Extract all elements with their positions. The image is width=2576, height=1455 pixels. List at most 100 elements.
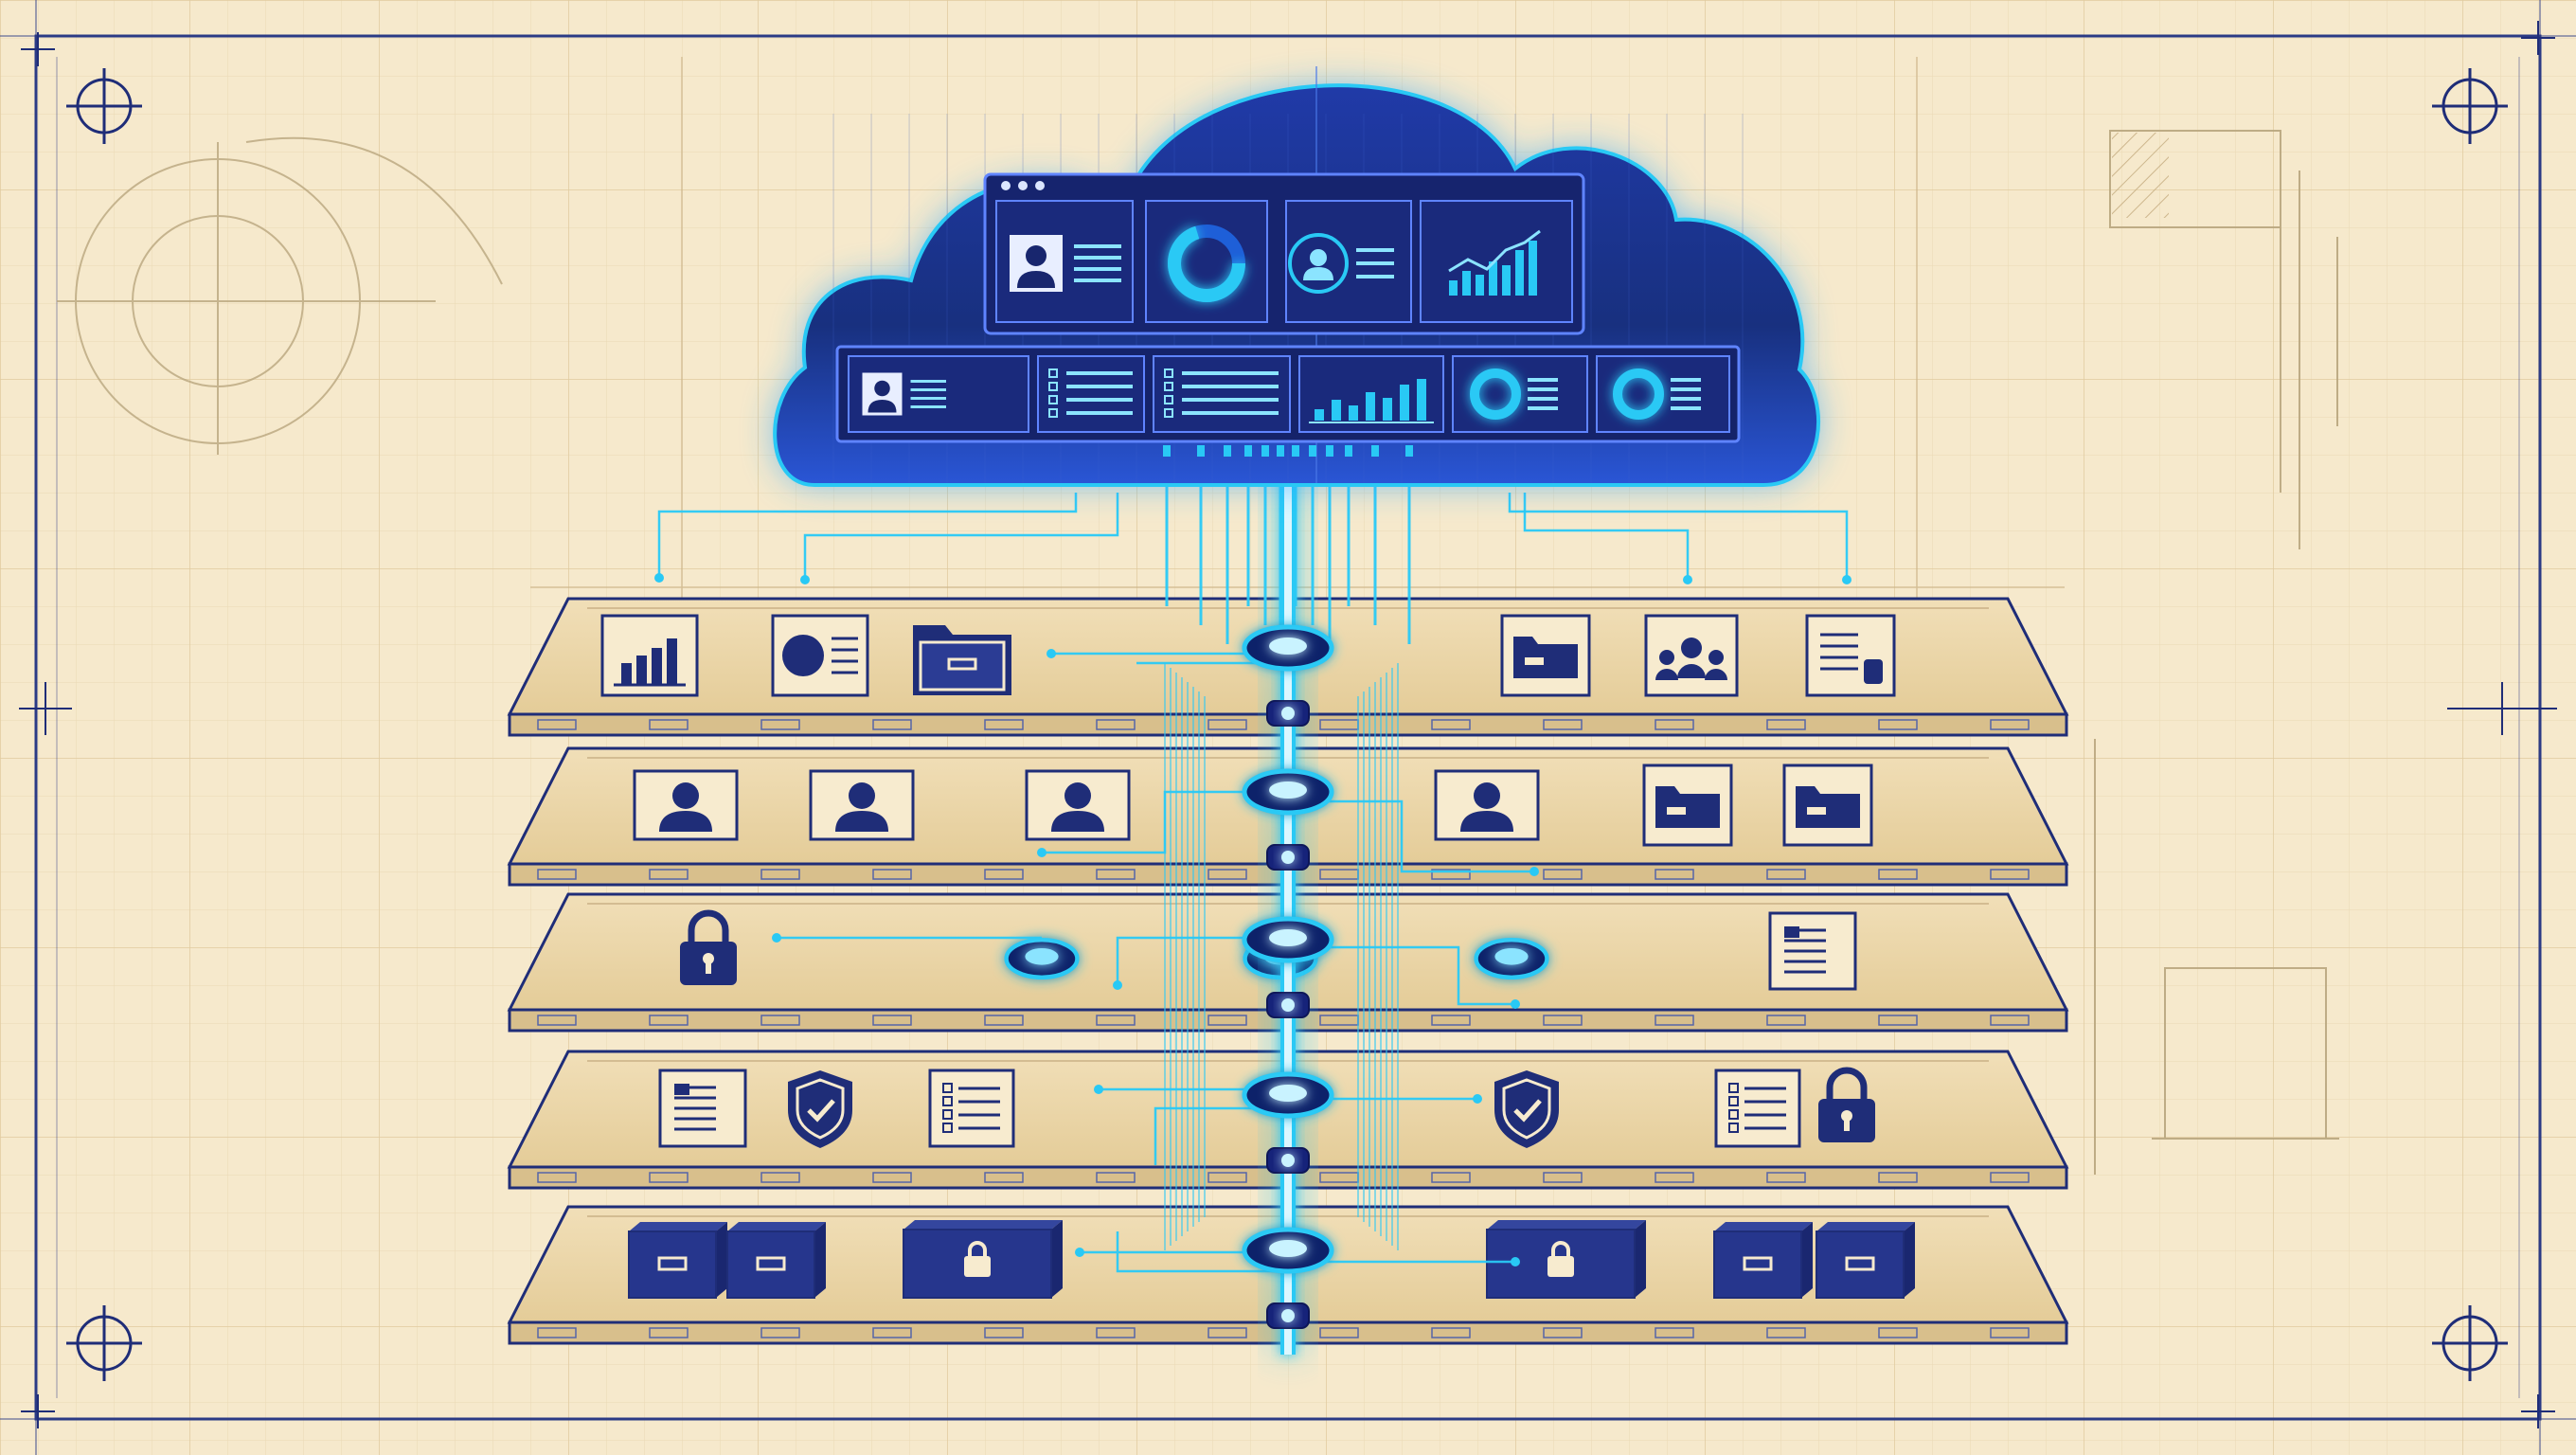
wire-junction — [1037, 848, 1046, 857]
checklist-icon — [1048, 368, 1133, 418]
crosshair-icon — [66, 1305, 142, 1381]
checklist-icon — [928, 1069, 1015, 1148]
crosshair-icon — [2521, 21, 2555, 55]
donut-list-icon — [1613, 368, 1701, 420]
wire-junction — [1511, 1257, 1520, 1266]
circuit-wire — [803, 493, 1119, 580]
wire-junction — [1473, 1094, 1482, 1104]
node-icon — [1474, 937, 1549, 980]
drafting-sketch-left — [57, 136, 503, 455]
cloud-port — [1163, 445, 1171, 457]
wire-junction — [1511, 999, 1520, 1009]
cloud-panel — [1145, 200, 1268, 323]
checklist-icon — [1164, 368, 1279, 418]
folder-drawer-icon — [913, 625, 1011, 695]
crosshair-icon — [21, 32, 55, 66]
donut-chart-icon — [1168, 225, 1245, 302]
profile-document-icon — [771, 614, 869, 697]
crosshair-icon — [2432, 1305, 2508, 1381]
user-card-icon — [1010, 235, 1121, 292]
cloud-widget — [1596, 355, 1730, 433]
locked-box-icon — [1486, 1220, 1646, 1299]
spine-node — [1242, 768, 1334, 871]
registration-marks — [19, 21, 2557, 1428]
padlock-icon — [1818, 1067, 1875, 1142]
central-data-spine — [1242, 445, 1334, 1355]
user-card-icon — [862, 372, 946, 416]
line-bar-chart-icon — [1448, 229, 1541, 296]
cloud-widget-strip — [835, 345, 1741, 443]
cloud-port — [1277, 445, 1284, 457]
crosshair-icon — [2447, 682, 2557, 735]
wire-junction — [1842, 575, 1852, 584]
cloud-port — [1292, 445, 1299, 457]
spine-node — [1242, 916, 1334, 1018]
drawer-box-icon — [1713, 1222, 1813, 1299]
cloud-port — [1326, 445, 1333, 457]
spine-node — [1242, 1071, 1334, 1174]
wire-junction — [1046, 649, 1056, 658]
user-icon — [633, 769, 739, 841]
database-document-icon — [1805, 614, 1896, 697]
checklist-icon — [1714, 1069, 1801, 1148]
wire-junction — [1075, 1248, 1084, 1257]
shield-check-icon — [788, 1070, 852, 1148]
drawer-box-icon — [1816, 1222, 1915, 1299]
spine-node — [1242, 1227, 1334, 1329]
shield-check-icon — [1494, 1070, 1559, 1148]
donut-list-icon — [1470, 368, 1558, 420]
drawer-box-icon — [628, 1222, 727, 1299]
crosshair-icon — [66, 68, 142, 144]
folder-icon — [1642, 763, 1733, 847]
crosshair-icon — [21, 1394, 55, 1428]
cloud-widget — [1452, 355, 1588, 433]
team-icon — [1644, 614, 1739, 697]
cloud-widget — [1153, 355, 1291, 433]
user-target-icon — [1288, 233, 1394, 294]
wire-junction — [654, 573, 664, 583]
cloud-panel — [1420, 200, 1573, 323]
user-icon — [809, 769, 915, 841]
wire-junction — [1683, 575, 1692, 584]
crosshair-icon — [2521, 1394, 2555, 1428]
document-icon — [1768, 911, 1857, 991]
cloud-port — [1244, 445, 1252, 457]
crosshair-icon — [2432, 68, 2508, 144]
cloud-widget — [1298, 355, 1444, 433]
cloud-port — [1405, 445, 1413, 457]
wire-junction — [1530, 867, 1539, 876]
circuit-wire — [657, 493, 1078, 578]
cloud-port — [1309, 445, 1316, 457]
spine-core — [1284, 445, 1292, 1355]
document-icon — [658, 1069, 747, 1148]
folder-icon — [1500, 614, 1591, 697]
wire-junction — [800, 575, 810, 584]
node-icon — [1004, 937, 1080, 980]
wire-junction — [1113, 980, 1122, 990]
bar-chart-icon — [600, 614, 699, 697]
cloud-panel — [995, 200, 1134, 323]
cloud-port — [1345, 445, 1352, 457]
cloud-port — [1261, 445, 1269, 457]
wire-junction — [772, 933, 781, 943]
circuit-wire — [777, 936, 1515, 1006]
user-icon — [1025, 769, 1131, 841]
cloud — [773, 66, 1821, 487]
circuit-wire — [1508, 493, 1849, 580]
cloud-widget — [848, 355, 1029, 433]
cloud-widget — [1037, 355, 1145, 433]
folder-icon — [1782, 763, 1873, 847]
crosshair-icon — [19, 682, 72, 735]
cloud-dashboard-window — [983, 172, 1585, 335]
cloud-port — [1371, 445, 1379, 457]
bar-chart-icon — [1309, 379, 1434, 423]
wire-junction — [1094, 1085, 1103, 1094]
padlock-icon — [680, 909, 737, 985]
cloud-panel — [1285, 200, 1412, 323]
drafting-sketch-right — [2094, 130, 2339, 1175]
cloud-port — [1197, 445, 1205, 457]
user-icon — [1434, 769, 1540, 841]
